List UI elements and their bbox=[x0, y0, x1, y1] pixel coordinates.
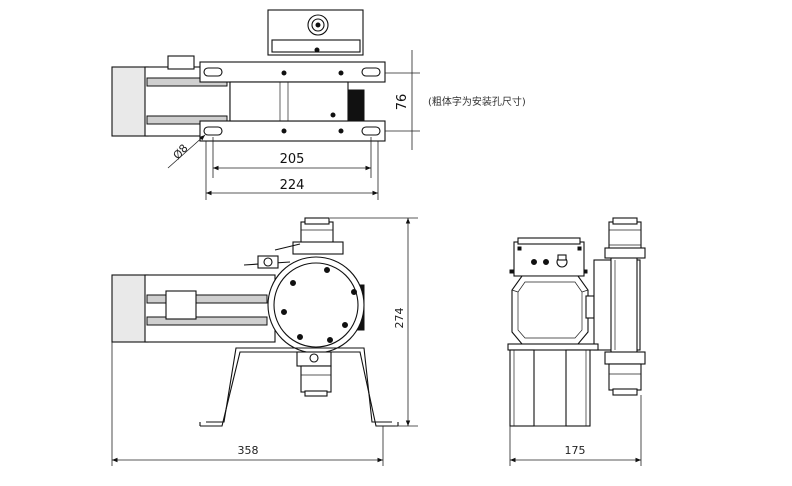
dim-hole-diameter: Ø8 bbox=[167, 134, 206, 169]
motor-face-side bbox=[509, 269, 595, 345]
dim-274-label: 274 bbox=[393, 308, 406, 329]
gearbox-side bbox=[513, 237, 585, 277]
stand-side bbox=[507, 343, 599, 427]
side-view: 175 bbox=[507, 217, 646, 466]
dim-175: 175 bbox=[509, 395, 642, 466]
lower-valve-front bbox=[296, 351, 332, 397]
motor-front bbox=[111, 274, 276, 343]
top-view: 76 (粗体字为安装孔尺寸) Ø8 205 224 bbox=[111, 9, 526, 200]
mount-plate-upper bbox=[199, 61, 386, 83]
dim-205: 205 bbox=[212, 137, 372, 178]
cable-gland bbox=[243, 243, 301, 269]
pump-head-side bbox=[593, 254, 641, 356]
upper-valve-side bbox=[604, 217, 646, 259]
dim-224: 224 bbox=[205, 141, 379, 200]
dim-274: 274 bbox=[330, 217, 418, 427]
install-hole-note: (粗体字为安装孔尺寸) bbox=[428, 95, 526, 108]
pump-head-front bbox=[267, 256, 365, 354]
dim-205-label: 205 bbox=[280, 152, 305, 167]
dim-358: 358 bbox=[111, 342, 384, 466]
dim-224-label: 224 bbox=[280, 178, 305, 193]
mount-plate-lower bbox=[199, 120, 386, 142]
dim-hole-diameter-label: Ø8 bbox=[171, 142, 191, 162]
front-view: 274 358 bbox=[111, 217, 418, 466]
stand-front bbox=[199, 347, 399, 427]
dim-76-label: 76 bbox=[395, 94, 410, 111]
pump-head-top bbox=[267, 9, 364, 56]
dim-175-label: 175 bbox=[565, 444, 586, 457]
lower-valve-side bbox=[604, 351, 646, 396]
dim-76: 76 (粗体字为安装孔尺寸) bbox=[385, 50, 526, 150]
dim-358-label: 358 bbox=[238, 444, 259, 457]
upper-valve-front bbox=[292, 217, 344, 255]
